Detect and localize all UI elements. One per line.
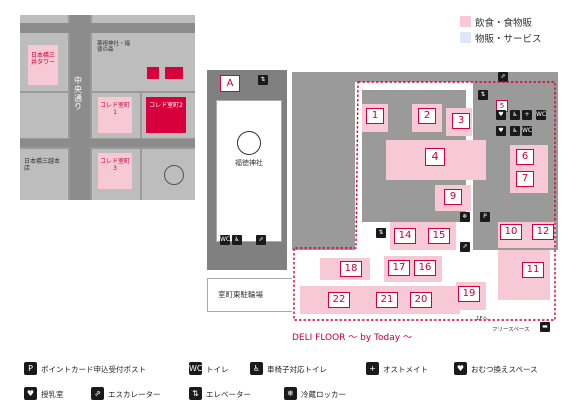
shop-4[interactable]: 4 bbox=[425, 148, 445, 166]
nursing-room-icon: ♥ bbox=[496, 126, 506, 136]
legend-label-food: 飲食・食物販 bbox=[475, 18, 533, 29]
shop-A[interactable]: A bbox=[220, 75, 240, 92]
legend-swatch-food bbox=[460, 16, 471, 27]
free-space-icon: ▬ bbox=[540, 322, 550, 332]
legend-swatch-goods bbox=[460, 32, 471, 43]
block-coredo1: コレド室町1 bbox=[92, 93, 140, 138]
shop-19[interactable]: 19 bbox=[458, 286, 480, 302]
post-icon: P bbox=[480, 212, 490, 222]
label-mitsukoshi: 日本橋三越本店 bbox=[24, 158, 61, 172]
wheelchair-toilet-icon: ♿ bbox=[510, 110, 520, 120]
legend-toilet: トイレ bbox=[206, 365, 229, 374]
ostomate-icon: + bbox=[522, 110, 532, 120]
shop-20[interactable]: 20 bbox=[410, 292, 432, 308]
fukutoku-shrine-area: 福徳神社 bbox=[216, 100, 282, 242]
cold-locker-icon: ❄ bbox=[284, 387, 297, 400]
shop-10[interactable]: 10 bbox=[500, 224, 522, 240]
legend-diaper: おむつ換えスペース bbox=[471, 365, 538, 374]
label-coredo2: コレド室町2 bbox=[149, 102, 183, 109]
wheelchair-toilet-icon: ♿ bbox=[510, 126, 520, 136]
shop-16[interactable]: 16 bbox=[414, 260, 436, 276]
legend-nursing-room: 授乳室 bbox=[41, 390, 64, 399]
cold-locker-icon: ❄ bbox=[460, 212, 470, 222]
toilet-icon: WC bbox=[220, 235, 231, 245]
legend-ostomate: オストメイト bbox=[383, 365, 428, 374]
escalator-icon: ⇗ bbox=[256, 235, 266, 245]
elevator-icon: ⇅ bbox=[376, 228, 386, 238]
legend-elevator: エレベーター bbox=[206, 390, 251, 399]
label-bicycle-parking: 室町東駐輪場 bbox=[218, 290, 263, 299]
label-shrine: 薬祖神社・福徳の森 bbox=[97, 41, 131, 54]
street-middle bbox=[20, 139, 195, 147]
legend-cold-locker: 冷蔵ロッカー bbox=[301, 390, 346, 399]
nursing-room-icon: ♥ bbox=[24, 387, 37, 400]
shop-15[interactable]: 15 bbox=[428, 228, 450, 244]
shop-14[interactable]: 14 bbox=[394, 228, 416, 244]
street-avenue: 中央通り bbox=[70, 15, 90, 200]
shop-17[interactable]: 17 bbox=[388, 260, 410, 276]
shop-3[interactable]: 3 bbox=[452, 113, 470, 129]
shop-7[interactable]: 7 bbox=[516, 171, 534, 187]
block-coredo2: コレド室町2 bbox=[142, 93, 195, 138]
shop-9[interactable]: 9 bbox=[444, 189, 462, 205]
wheelchair-toilet-icon: ♿ bbox=[232, 235, 242, 245]
bicycle-parking: 室町東駐輪場 bbox=[207, 278, 294, 312]
label-free-space: フリースペース bbox=[492, 327, 530, 333]
legend-wheelchair-toilet: 車椅子対応トイレ bbox=[267, 365, 327, 374]
area-map: 日本橋三井タワー 薬祖神社・福徳の森 中央通り コレド室町1 コレド室町2 日本… bbox=[20, 15, 195, 200]
shop-12[interactable]: 12 bbox=[532, 224, 554, 240]
toilet-icon: WC bbox=[522, 126, 533, 136]
shop-21[interactable]: 21 bbox=[376, 292, 398, 308]
escalator-icon: ⇗ bbox=[91, 387, 104, 400]
shop-1[interactable]: 1 bbox=[366, 108, 384, 124]
fukutoku-mark-icon bbox=[237, 131, 261, 155]
shop-6[interactable]: 6 bbox=[516, 149, 534, 165]
label-avenue: 中央通り bbox=[74, 76, 82, 112]
label-coredo3: コレド室町3 bbox=[100, 158, 131, 172]
label-floor-exit: 1Fへ bbox=[476, 316, 489, 322]
toilet-icon: WC bbox=[536, 110, 547, 120]
legend-post: ポイントカード申込受付ポスト bbox=[41, 365, 146, 374]
label-mitsui-tower: 日本橋三井タワー bbox=[30, 52, 55, 66]
north-arrow-icon bbox=[164, 165, 184, 185]
ostomate-icon: + bbox=[366, 362, 379, 375]
block-mitsukoshi: 日本橋三越本店 bbox=[20, 149, 68, 200]
legend-escalator: エスカレーター bbox=[108, 390, 161, 399]
street-top bbox=[20, 23, 195, 33]
diaper-icon: ♥ bbox=[454, 362, 467, 375]
shop-18[interactable]: 18 bbox=[340, 261, 362, 277]
shop-2[interactable]: 2 bbox=[418, 108, 436, 124]
elevator-icon: ⇅ bbox=[478, 90, 488, 100]
block-shrine: 薬祖神社・福徳の森 bbox=[92, 33, 195, 91]
diaper-icon: ♥ bbox=[496, 110, 506, 120]
escalator-icon: ⇗ bbox=[498, 72, 508, 82]
label-coredo1: コレド室町1 bbox=[100, 102, 131, 116]
block-mitsui-tower: 日本橋三井タワー bbox=[20, 33, 68, 91]
deli-floor-boundary bbox=[293, 81, 556, 321]
toilet-icon: WC bbox=[189, 362, 203, 375]
shop-11[interactable]: 11 bbox=[522, 262, 544, 278]
post-icon: P bbox=[24, 362, 37, 375]
elevator-icon: ⇅ bbox=[258, 75, 268, 85]
legend-label-goods: 物販・サービス bbox=[475, 34, 542, 45]
label-fukutoku: 福徳神社 bbox=[235, 159, 263, 167]
shop-22[interactable]: 22 bbox=[328, 292, 350, 308]
wheelchair-toilet-icon: ♿ bbox=[250, 362, 263, 375]
label-deli-floor: DELI FLOOR 〜 by Today 〜 bbox=[292, 333, 412, 343]
block-coredo3: コレド室町3 bbox=[92, 149, 140, 200]
elevator-icon: ⇅ bbox=[189, 387, 202, 400]
escalator-icon: ⇗ bbox=[460, 242, 470, 252]
